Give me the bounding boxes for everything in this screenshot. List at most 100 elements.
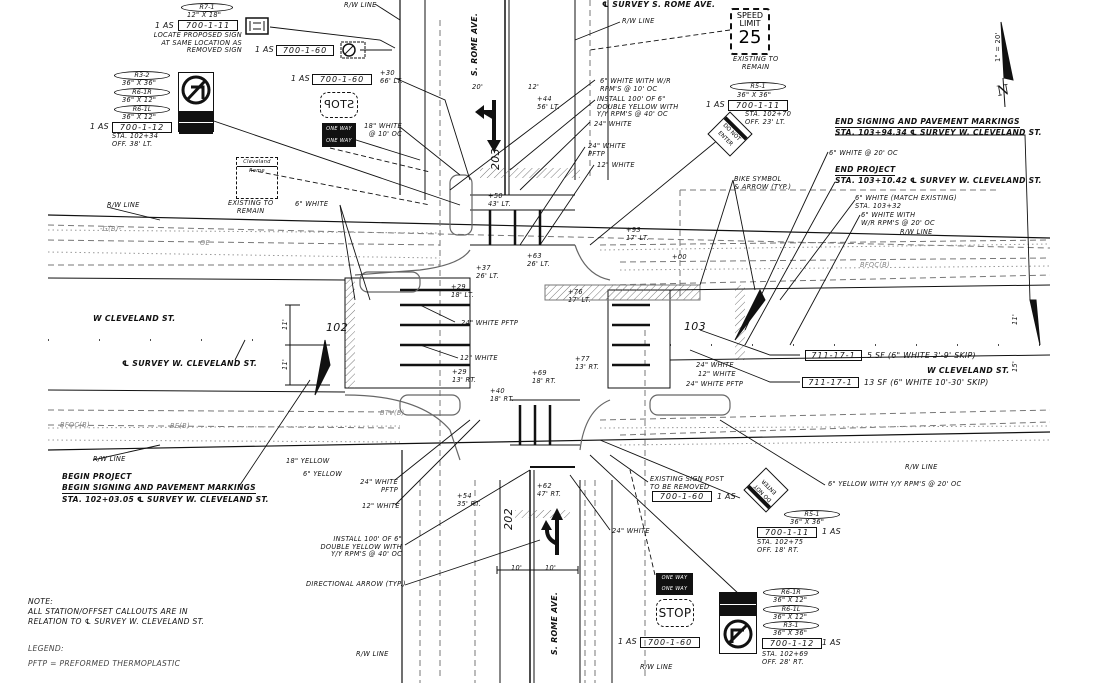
utility-label: BTV(B) xyxy=(380,409,405,417)
sign-size: 36" X 36" xyxy=(773,629,808,637)
begin-station: STA. 102+03.05 ℄ SURVEY W. CLEVELAND ST. xyxy=(62,495,269,504)
callout: 24" WHITE PFTP xyxy=(360,478,398,494)
sign-size: 36" X 12" xyxy=(122,96,157,104)
sign-qty: 1 AS xyxy=(155,21,174,30)
station-203: 203 xyxy=(489,148,502,170)
callout: 18" YELLOW xyxy=(286,457,330,465)
sign-code-r6-1r: R6-1R xyxy=(114,88,170,97)
callout: R/W LINE xyxy=(344,1,377,9)
callout: 24" WHITE xyxy=(612,527,650,535)
sign-size: 36" X 36" xyxy=(122,79,157,87)
survey-cleveland-label: ℄ SURVEY W. CLEVELAND ST. xyxy=(122,359,258,368)
no-parking-sign-icon xyxy=(340,41,366,59)
sign-qty: 1 AS xyxy=(90,122,109,131)
sign-size: 36" X 36" xyxy=(737,91,772,99)
sign-size: 12" X 18" xyxy=(187,11,222,19)
one-way-left-panel-icon xyxy=(720,605,756,616)
street-name-sign-existing: Cleveland Rome xyxy=(236,157,278,199)
callout: BIKE SYMBOL & ARROW (TYP.) xyxy=(734,175,792,191)
sign-station: STA. 102+75 OFF. 18' RT. xyxy=(757,538,804,554)
directional-arrow-north xyxy=(475,100,501,152)
sign-note: LOCATE PROPOSED SIGN AT SAME LOCATION AS… xyxy=(153,31,242,55)
utility-label: OE xyxy=(200,239,210,247)
dim-20: 20' xyxy=(472,83,484,91)
scale-label: 1" = 20' xyxy=(994,32,1002,62)
callout: DIRECTIONAL ARROW (TYP.) xyxy=(306,580,406,588)
begin-project-title: BEGIN PROJECT xyxy=(62,472,132,481)
dim-11-b: 11' xyxy=(281,358,289,370)
speed-sign-line1: SPEED xyxy=(736,11,764,20)
crosswalk-west-bars xyxy=(400,288,470,367)
sign-code-r6-1l: R6-1L xyxy=(114,105,170,114)
no-left-turn-icon xyxy=(181,75,211,105)
sign-qty: 1 AS xyxy=(822,638,841,647)
pay-item-box: 700-1-12 xyxy=(762,638,822,649)
callout: 12" WHITE xyxy=(460,354,498,362)
sign-station: STA. 102+69 OFF. 28' RT. xyxy=(762,650,809,666)
callout: 13 SF (6" WHITE 10'-30' SKIP) xyxy=(864,378,989,387)
end-signing-station: STA. 103+94.34 ℄ SURVEY W. CLEVELAND ST. xyxy=(835,128,1042,137)
sign-qty: 1 AS xyxy=(618,637,637,646)
station-102: 102 xyxy=(326,321,348,334)
offset-callout: +37 26' LT. xyxy=(476,264,499,280)
north-letter: N xyxy=(995,82,1011,100)
no-right-turn-icon xyxy=(723,619,753,649)
street-label-cleveland-west: W CLEVELAND ST. xyxy=(93,314,176,323)
begin-signing-title: BEGIN SIGNING AND PAVEMENT MARKINGS xyxy=(62,483,256,494)
callout: R/W LINE xyxy=(356,650,389,658)
speed-limit-sign: SPEED LIMIT 25 xyxy=(730,8,770,55)
directional-arrow-south xyxy=(541,508,563,555)
one-way-left-panel-icon xyxy=(179,123,213,134)
utility-label: BFOC(B) xyxy=(60,421,90,429)
one-way-text: ONE WAY xyxy=(661,586,688,592)
north-arrow xyxy=(1000,21,1014,108)
sign-code-r6-1l: R6-1L xyxy=(763,605,819,614)
sign-code-r5-1: R5-1 xyxy=(730,82,786,91)
sign-size: 36" X 12" xyxy=(773,596,808,604)
pay-item-box: 700-1-11 xyxy=(178,20,238,31)
sign-note: EXISTING SIGN POST TO BE REMOVED xyxy=(650,475,724,491)
callout: R/W LINE xyxy=(107,201,140,209)
sign-qty: 1 AS xyxy=(291,74,310,83)
street-label-cleveland-east: W CLEVELAND ST. xyxy=(927,366,1010,375)
sign-qty: 1 AS xyxy=(255,45,274,54)
r7-1-no-parking-sign-icon xyxy=(245,17,269,35)
sign-size: 36" X 36" xyxy=(790,518,825,526)
sign-qty: 1 AS xyxy=(706,100,725,109)
callout: 24" WHITE PFTP xyxy=(461,319,519,327)
callout: 24" WHITE PFTP xyxy=(686,380,744,388)
sign-size: 36" X 12" xyxy=(773,613,808,621)
callout: 6" YELLOW WITH Y/Y RPM'S @ 20' OC xyxy=(828,480,962,488)
survey-rome-label: ℄ SURVEY S. ROME AVE. xyxy=(602,0,716,9)
pay-item-box: 700-1-11 xyxy=(757,527,817,538)
utility-dotted-lines xyxy=(47,229,1051,446)
speed-sign-line2: LIMIT xyxy=(739,19,761,28)
one-way-left-panel-icon xyxy=(179,111,213,122)
offset-callout: +44 56' LT. xyxy=(537,95,560,111)
sign-size: 36" X 12" xyxy=(122,113,157,121)
callout: INSTALL 100' OF 6" DOUBLE YELLOW WITH Y/… xyxy=(597,95,679,119)
sign-note: EXISTING TO REMAIN xyxy=(228,199,274,215)
sign-qty: 1 AS xyxy=(717,492,736,501)
offset-callout: +40 18' RT. xyxy=(490,387,515,403)
street-label-rome-south: S. ROME AVE. xyxy=(550,591,559,655)
dim-10-b: 10' xyxy=(545,564,557,572)
station-103: 103 xyxy=(684,320,706,333)
pay-item-box: 700-1-60 xyxy=(652,491,712,502)
callout: 6" WHITE WITH W/R RPM'S @ 20' OC xyxy=(861,211,935,227)
pay-item-box: 700-1-60 xyxy=(640,637,700,648)
callout: 24" WHITE xyxy=(696,361,734,369)
end-project-title: END PROJECT xyxy=(835,165,896,176)
offset-callout: +77 13' RT. xyxy=(575,355,600,371)
end-signing-title: END SIGNING AND PAVEMENT MARKINGS xyxy=(835,117,1020,128)
pay-item-box: 711-17-1 xyxy=(805,350,862,361)
callout: 6" WHITE @ 20' OC xyxy=(829,149,898,157)
callout: 24" WHITE xyxy=(594,120,632,128)
dim-11-c: 11' xyxy=(1011,313,1019,325)
pay-item-box: 700-1-60 xyxy=(276,45,334,56)
callout: 12" WHITE xyxy=(597,161,635,169)
sign-code-r5-1: R5-1 xyxy=(784,510,840,519)
sign-offset: +30 66' LT. xyxy=(380,69,403,85)
offset-callout: +54 35' RT. xyxy=(457,492,482,508)
callout: 6" YELLOW xyxy=(303,470,343,478)
